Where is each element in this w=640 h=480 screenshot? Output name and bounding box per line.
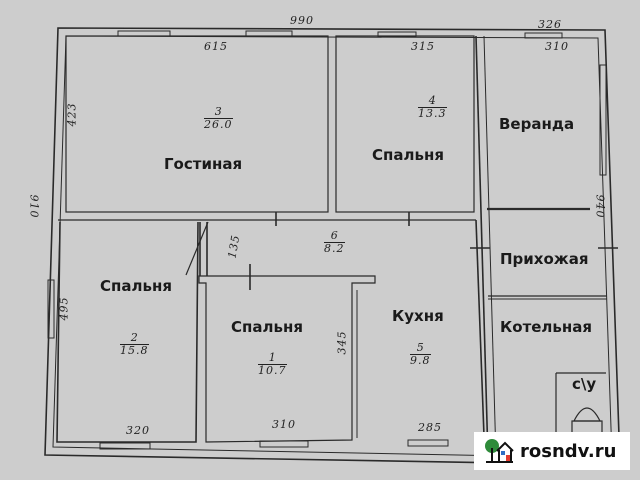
living-dim-side: 423 [65,102,79,127]
house-tree-icon [485,439,514,463]
kitchen-dim-bottom: 285 [418,421,442,434]
bedroom1-area: 1 10.7 [258,351,287,377]
living-area: 3 26.0 [204,105,233,131]
living-dim-top: 615 [204,40,228,53]
bedroom2-dim-bottom: 320 [126,424,150,437]
hall-area: 6 8.2 [324,229,345,255]
room-label-bedroom-2: Спальня [100,277,172,295]
room-label-bedroom-4: Спальня [372,146,444,164]
dimension-left-height: 910 [27,194,41,219]
watermark-logo: rosndv.ru [474,432,630,470]
room-label-entrance: Прихожая [500,250,589,268]
bedroom1-dim-side: 345 [335,330,349,355]
room-label-wc: с\у [572,375,597,393]
bedroom4-dim-top: 315 [411,40,435,53]
dimension-top-right: 326 [538,18,562,31]
kitchen-area: 5 9.8 [410,341,431,367]
bedroom1-dim-bottom: 310 [272,418,296,431]
bedroom2-area: 2 15.8 [120,331,149,357]
bedroom4-area: 4 13.3 [418,94,447,120]
bedroom2-dim-side: 495 [57,296,71,321]
room-label-living: Гостиная [164,155,243,173]
veranda-dim-top: 310 [545,40,569,53]
room-label-veranda: Веранда [499,115,575,133]
watermark-text: rosndv.ru [520,440,617,462]
dimension-right-height: 940 [593,194,607,219]
room-label-bedroom-1: Спальня [231,318,303,336]
room-label-boiler: Котельная [500,318,593,336]
room-label-kitchen: Кухня [392,307,444,325]
dimension-top-width: 990 [290,14,314,27]
